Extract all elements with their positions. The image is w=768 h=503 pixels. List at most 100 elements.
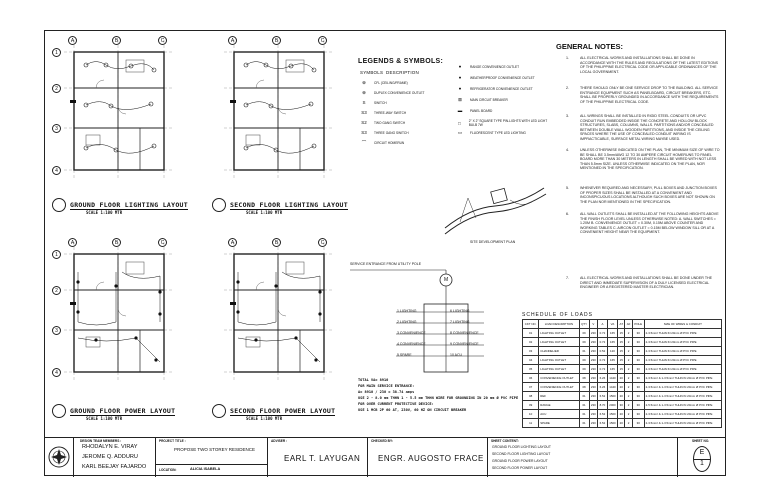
legend-section: LEGENDS & SYMBOLS: SYMBOLS DESCRIPTION ⊗… [358,58,548,178]
drawing-sheet [44,30,726,476]
note-text: ALL ELECTRICAL WORKS AND INSTALLATIONS S… [580,276,713,290]
legend-item: ●REFRIGERATOR CONVENIENCE OUTLET [456,86,548,91]
seal-icon [48,446,70,468]
schedule-cell: 2 [624,400,633,410]
note-text: ALL ELECTRICAL WORKS AND INSTALLATIONS S… [580,56,719,74]
legend-description: THREE GANG SWITCH [374,130,409,135]
schedule-cell: 09 [578,328,590,338]
riser-note: FOR OVER CURRENT PROTECTIVE DEVICE: [358,402,434,406]
schedule-cell: 01 [578,409,590,419]
grid-col-c: C [158,238,167,247]
sheet-label: SHEET NO. [692,439,710,443]
schedule-cell: 30 [631,409,645,419]
schedule-cell: 07 [521,382,540,392]
legend-description: CIRCUIT HOMERUN [374,141,405,145]
circuit-label: 5 SPARE [397,353,412,357]
grid-row-3: 3 [52,326,61,335]
schedule-cell: 2 [624,346,633,356]
schedule-cell: 09 [578,364,590,374]
schedule-header-cell: SIZE OF WIRES & CONDUIT [643,319,723,329]
project-label: PROJECT TITLE : [159,439,186,443]
schedule-cell: 01 [578,418,590,428]
adviser-label: ADVISER : [271,439,288,443]
contents-label: SHEET CONTENT: [491,439,519,443]
meter-label: M [444,277,449,283]
legend-item: ⊕DUPLEX CONVENIENCE OUTLET [360,90,424,96]
legend-item: ⊠MAIN CIRCUIT BREAKER [456,97,548,103]
schedule-cell: 03 [521,346,540,356]
schedule-cell: 0.72 [597,364,608,374]
schedule-cell: 1500 [606,418,619,428]
schedule-cell: CONVENIENCE OUTLET [538,382,580,392]
caption-bubble [212,198,226,212]
legend-item: ⊗CFL (CEILING/FRAME) [360,80,408,86]
schedule-cell: 1440 [606,382,619,392]
schedule-header-cell: AT [617,319,626,329]
riser-note: TOTAL VA= 8910 [358,378,389,382]
schedule-cell: 2 [624,409,633,419]
grid-row-2: 2 [52,286,61,295]
schedule-cell: 05 [521,364,540,374]
schedule-cell: 2 [624,364,633,374]
riser-top-note: SERVICE ENTRANCE FROM UTILITY POLE [350,262,422,266]
schedule-cell: 6.52 [597,391,608,401]
schedule-cell: 0.72 [597,355,608,365]
legend-item: □2" X 2" SQUARE TYPE PIN-LIGHTS WITH LED… [456,119,548,127]
riser-note: A= 8910 / 230 = 38.74 amps [358,390,415,394]
legend-description: TWO GANG SWITCH [374,120,406,125]
legend-description: DUPLEX CONVENIENCE OUTLET [374,91,425,95]
schedule-cell: 2-3.5mm² & 1-3.5mm² THHN IN 20mm Ø PVC P… [643,373,723,383]
schedule-cell: LIGHTING OUTLET [538,355,580,365]
legend-description: THREE-WAY SWITCH [374,110,407,115]
legend-item: ●RANGE CONVENIENCE OUTLET [456,64,548,69]
schedule-cell: 30 [631,373,645,383]
sheet-letter: E [699,449,705,456]
legend-symbols-header: SYMBOLS [360,70,384,75]
legend-symbol-icon: □ [458,120,461,126]
general-notes-title: GENERAL NOTES: [556,42,623,51]
schedule-cell: 165 [606,328,619,338]
legend-symbol-icon: ● [458,64,462,69]
schedule-cell: LIGHTING OUTLET [538,364,580,374]
schedule-cell: 2-3.5mm² THHN IN 20mm Ø PVC PIPE [643,346,723,356]
schedule-cell: LIGHTING OUTLET [538,337,580,347]
schedule-cell: 230 [588,364,599,374]
schedule-cell: 10 [521,409,540,419]
schedule-cell: 15 [617,364,626,374]
schedule-cell: 230 [588,382,599,392]
schedule-cell: 20 [617,418,626,428]
riser-diagram [350,269,484,373]
schedule-cell: 1440 [606,373,619,383]
grid-col-c: C [318,238,327,247]
schedule-cell: 01 [578,346,590,356]
schedule-cell: 1500 [606,391,619,401]
schedule-cell: 2-3.5mm² & 1-3.5mm² THHN IN 20mm Ø PVC P… [643,382,723,392]
schedule-cell: 2 [624,391,633,401]
schedule-header-cell: A [597,319,608,329]
plan-title: SECOND FLOOR POWER LAYOUT [230,406,336,416]
circuit-label: 4 CONVENIENCE [397,342,426,346]
caption-bubble [52,404,66,418]
grid-col-b: B [112,238,121,247]
title-block-project: PROJECT TITLE : PROPOSE TWO STOREY RESID… [156,438,268,477]
schedule-cell: 2-3.5mm² THHN IN 20mm Ø PVC PIPE [643,328,723,338]
schedule-cell: 30 [631,328,645,338]
schedule-cell: 2-3.5mm² THHN IN 20mm Ø PVC PIPE [643,337,723,347]
legend-title: LEGENDS & SYMBOLS: [358,58,444,65]
schedule-cell: 15 [617,328,626,338]
schedule-cell: 11 [521,418,540,428]
schedule-header-cell: QTY [578,319,590,329]
schedule-cell: 30 [631,400,645,410]
schedule-cell: ACU [538,409,580,419]
schedule-cell: 2-3.5mm² THHN IN 20mm Ø PVC PIPE [643,355,723,365]
site-plan-drawing [444,187,547,235]
circuit-label: 10 ACU [450,353,463,357]
schedule-cell: 30 [617,400,626,410]
legend-description: MAIN CIRCUIT BREAKER [470,98,508,102]
content-item: SECOND FLOOR POWER LAYOUT [492,466,548,470]
